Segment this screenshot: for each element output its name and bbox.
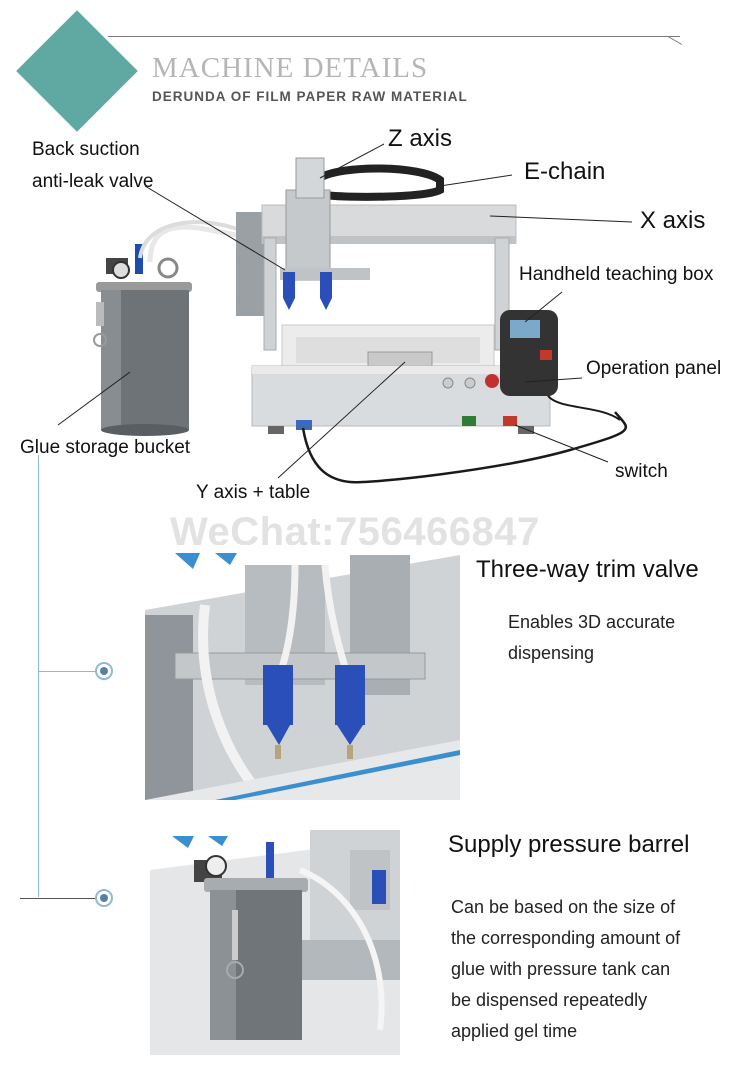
page-title: MACHINE DETAILS: [152, 52, 429, 84]
feature-desc-pressure-barrel-line4: be dispensed repeatedly: [451, 990, 648, 1010]
header-divider-tail: [667, 36, 683, 45]
feature-desc-pressure-barrel-line1: Can be based on the size of: [451, 897, 676, 917]
callout-operation-panel: Operation panel: [586, 358, 722, 379]
feature-desc-trim-valve-line2: dispensing: [508, 643, 595, 663]
feature-desc-pressure-barrel-line2: the corresponding amount of: [451, 928, 681, 948]
timeline-vertical-line: [38, 455, 39, 897]
valve-closeup-photo: [145, 545, 460, 800]
valve-closeup-drawing: [145, 545, 460, 800]
feature-title-pressure-barrel: Supply pressure barrel: [448, 831, 690, 858]
page-subtitle: DERUNDA OF FILM PAPER RAW MATERIAL: [152, 89, 468, 104]
callout-x-axis: X axis: [640, 207, 706, 234]
callout-anti-leak-valve: anti-leak valve: [32, 171, 154, 192]
timeline-connector-2: [20, 898, 96, 899]
callout-handheld-teaching-box: Handheld teaching box: [519, 264, 714, 285]
machine-illustration: [57, 143, 633, 484]
header-diamond-logo: [16, 10, 138, 132]
feature-desc-trim-valve-line1: Enables 3D accurate: [508, 612, 676, 632]
callout-y-axis-table: Y axis + table: [196, 482, 311, 503]
callout-glue-storage-bucket: Glue storage bucket: [20, 437, 191, 458]
glue-bucket-image: [93, 244, 192, 436]
timeline-connector-1: [38, 671, 96, 672]
callout-z-axis: Z axis: [388, 125, 453, 152]
feature-title-trim-valve: Three-way trim valve: [476, 556, 699, 583]
timeline-bullet-2: [95, 889, 113, 907]
pressure-barrel-photo: [150, 830, 400, 1055]
header-divider: [108, 36, 680, 37]
callout-back-suction: Back suction: [32, 139, 140, 160]
timeline-bullet-1: [95, 662, 113, 680]
feature-desc-pressure-barrel-line3: glue with pressure tank can: [451, 959, 671, 979]
callout-e-chain: E-chain: [524, 158, 606, 185]
callout-switch: switch: [615, 461, 668, 482]
feature-desc-pressure-barrel-line5: applied gel time: [451, 1021, 578, 1041]
pressure-barrel-drawing: [150, 830, 400, 1055]
